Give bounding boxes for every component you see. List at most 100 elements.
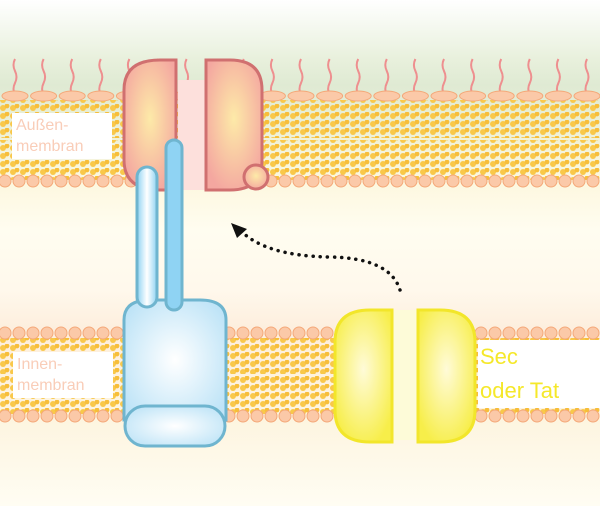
lps-head	[87, 90, 115, 102]
outer-inner-leaflet-head	[586, 174, 600, 188]
outer-inner-leaflet-head	[362, 174, 376, 188]
lps-head	[287, 90, 315, 102]
sec-tat-translocon	[333, 308, 477, 444]
inner-bottom-head	[68, 409, 82, 423]
outer-inner-leaflet-head	[292, 174, 306, 188]
outer-inner-leaflet-head	[68, 174, 82, 188]
transport-arrow	[231, 223, 402, 292]
outer-inner-leaflet-head	[446, 174, 460, 188]
outer-inner-leaflet-head	[516, 174, 530, 188]
outer-inner-leaflet-head	[376, 174, 390, 188]
lps-chain	[327, 58, 333, 96]
lps-chain	[470, 58, 476, 96]
inner-top-head	[68, 326, 82, 340]
lps-chain	[355, 58, 361, 96]
inner-top-head	[558, 326, 572, 340]
inner-top-head	[26, 326, 40, 340]
lps-head	[573, 90, 600, 102]
outer-label-line1: Außen-	[16, 117, 69, 134]
inner-bottom-head	[96, 409, 110, 423]
inner-bottom-head	[110, 409, 124, 423]
lps-head	[344, 90, 372, 102]
inner-bottom-head	[292, 409, 306, 423]
outer-inner-leaflet-head	[432, 174, 446, 188]
lps-chain	[98, 58, 104, 96]
inner-bottom-head	[40, 409, 54, 423]
lps-chain	[12, 58, 18, 96]
lps-head	[1, 90, 29, 102]
inner-bottom-head	[54, 409, 68, 423]
inner-top-head	[54, 326, 68, 340]
outer-inner-leaflet-head	[502, 174, 516, 188]
outer-inner-leaflet-head	[96, 174, 110, 188]
inner-top-head	[40, 326, 54, 340]
inner-bottom-head	[0, 409, 12, 423]
outer-inner-leaflet-head	[488, 174, 502, 188]
outer-inner-leaflet-head	[320, 174, 334, 188]
inner-top-head	[110, 326, 124, 340]
inner-top-head	[306, 326, 320, 340]
outer-inner-leaflet-head	[82, 174, 96, 188]
lps-chain	[269, 58, 275, 96]
inner-label-line2: membran	[17, 377, 85, 394]
inner-label-line1: Innen-	[17, 356, 63, 373]
outer-inner-leaflet-head	[404, 174, 418, 188]
inner-bottom-head	[516, 409, 530, 423]
lps-head	[487, 90, 515, 102]
inner-bottom-head	[250, 409, 264, 423]
outer-inner-leaflet-head	[26, 174, 40, 188]
inner-top-head	[12, 326, 26, 340]
inner-bottom-head	[26, 409, 40, 423]
outer-inner-leaflet-head	[474, 174, 488, 188]
outer-inner-leaflet-head	[348, 174, 362, 188]
lps-chain	[384, 58, 390, 96]
inner-top-head	[236, 326, 250, 340]
inner-top-head	[586, 326, 600, 340]
inner-top-head	[96, 326, 110, 340]
lps-head	[430, 90, 458, 102]
lps-head	[544, 90, 572, 102]
outer-inner-leaflet-head	[530, 174, 544, 188]
outer-inner-leaflet-head	[390, 174, 404, 188]
lps-head	[516, 90, 544, 102]
inner-top-head	[82, 326, 96, 340]
outer-inner-leaflet-head	[12, 174, 26, 188]
translocon-label-line2: oder Tat	[480, 378, 560, 403]
lps-head	[401, 90, 429, 102]
inner-top-head	[0, 326, 12, 340]
outer-inner-leaflet-head	[544, 174, 558, 188]
inner-bottom-head	[586, 409, 600, 423]
lps-chain	[441, 58, 447, 96]
inner-bottom-head	[264, 409, 278, 423]
outer-inner-leaflet-head	[54, 174, 68, 188]
lps-chain	[412, 58, 418, 96]
outer-inner-leaflet-head	[278, 174, 292, 188]
outer-inner-leaflet-head	[334, 174, 348, 188]
inner-top-head	[488, 326, 502, 340]
inner-membrane-label: Innen- membran	[13, 352, 113, 398]
outer-inner-leaflet-head	[460, 174, 474, 188]
outer-inner-leaflet-head	[110, 174, 124, 188]
lps-chain	[527, 58, 533, 96]
lps-chain	[69, 58, 75, 96]
inner-bottom-head	[502, 409, 516, 423]
outer-inner-leaflet-head	[418, 174, 432, 188]
lps-chain	[555, 58, 561, 96]
lps-chain	[498, 58, 504, 96]
inner-bottom-head	[558, 409, 572, 423]
inner-top-head	[250, 326, 264, 340]
lps-chain	[41, 58, 47, 96]
inner-bottom-head	[544, 409, 558, 423]
inner-top-head	[278, 326, 292, 340]
inner-bottom-head	[12, 409, 26, 423]
outer-membrane-protein	[122, 58, 270, 192]
inner-bottom-head	[306, 409, 320, 423]
inner-bottom-head	[82, 409, 96, 423]
inner-top-head	[544, 326, 558, 340]
lps-head	[373, 90, 401, 102]
outer-inner-leaflet-head	[40, 174, 54, 188]
inner-bottom-head	[236, 409, 250, 423]
inner-bottom-head	[320, 409, 334, 423]
inner-bottom-head	[278, 409, 292, 423]
